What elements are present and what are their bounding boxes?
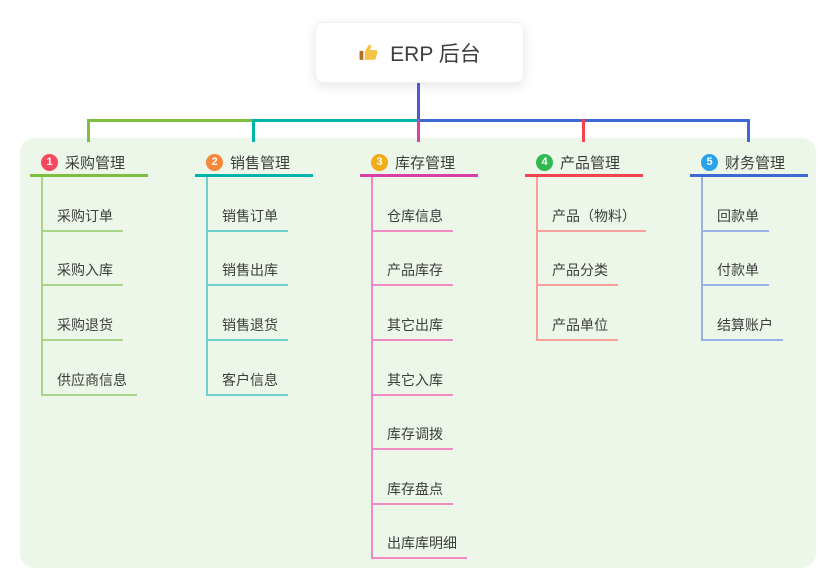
connector-drop-1 xyxy=(87,119,90,142)
branch-badge-2: 2 xyxy=(206,153,223,171)
child-node[interactable]: 客户信息 xyxy=(206,367,288,396)
child-node[interactable]: 产品库存 xyxy=(371,257,453,286)
child-node[interactable]: 出库库明细 xyxy=(371,530,467,559)
child-node[interactable]: 采购订单 xyxy=(41,203,123,232)
child-node[interactable]: 销售订单 xyxy=(206,203,288,232)
child-node[interactable]: 销售出库 xyxy=(206,257,288,286)
branch-node-1[interactable]: 1 采购管理 xyxy=(30,150,148,177)
root-node[interactable]: ERP 后台 xyxy=(315,22,524,83)
connector-drop-2 xyxy=(252,119,255,142)
child-node[interactable]: 付款单 xyxy=(701,257,769,286)
child-node[interactable]: 产品单位 xyxy=(536,312,618,341)
branch-node-label: 产品管理 xyxy=(560,154,621,172)
child-node[interactable]: 库存盘点 xyxy=(371,476,453,505)
branch-trunk-4 xyxy=(536,177,538,341)
branch-node-5[interactable]: 5 财务管理 xyxy=(690,150,808,177)
child-node[interactable]: 仓库信息 xyxy=(371,203,453,232)
child-node[interactable]: 回款单 xyxy=(701,203,769,232)
branch-badge-4: 4 xyxy=(536,153,553,171)
child-node[interactable]: 结算账户 xyxy=(701,312,783,341)
branch-node-label: 采购管理 xyxy=(65,154,126,172)
branch-trunk-2 xyxy=(206,177,208,396)
child-node[interactable]: 其它入库 xyxy=(371,367,453,396)
branch-trunk-3 xyxy=(371,177,373,559)
branch-node-4[interactable]: 4 产品管理 xyxy=(525,150,643,177)
child-node[interactable]: 采购退货 xyxy=(41,312,123,341)
root-connector xyxy=(417,83,420,119)
child-node[interactable]: 产品（物料） xyxy=(536,203,646,232)
branch-trunk-5 xyxy=(701,177,703,341)
connector-drop-5 xyxy=(747,119,750,142)
branch-node-2[interactable]: 2 销售管理 xyxy=(195,150,313,177)
child-node[interactable]: 其它出库 xyxy=(371,312,453,341)
child-node[interactable]: 供应商信息 xyxy=(41,367,137,396)
branch-badge-5: 5 xyxy=(701,153,718,171)
mindmap-panel xyxy=(20,138,816,568)
thumbs-up-icon xyxy=(358,41,381,64)
branch-node-label: 财务管理 xyxy=(725,154,786,172)
branch-node-label: 库存管理 xyxy=(395,154,456,172)
branch-badge-1: 1 xyxy=(41,153,58,171)
connector-branch-1 xyxy=(87,119,255,122)
branch-node-label: 销售管理 xyxy=(230,154,291,172)
root-node-title: ERP 后台 xyxy=(390,42,481,66)
branch-trunk-1 xyxy=(41,177,43,396)
branch-node-3[interactable]: 3 库存管理 xyxy=(360,150,478,177)
child-node[interactable]: 库存调拨 xyxy=(371,421,453,450)
connector-branch-2 xyxy=(252,119,420,122)
child-node[interactable]: 采购入库 xyxy=(41,257,123,286)
child-node[interactable]: 产品分类 xyxy=(536,257,618,286)
connector-drop-4 xyxy=(582,119,585,142)
branch-badge-3: 3 xyxy=(371,153,388,171)
child-node[interactable]: 销售退货 xyxy=(206,312,288,341)
connector-drop-3 xyxy=(417,119,420,142)
